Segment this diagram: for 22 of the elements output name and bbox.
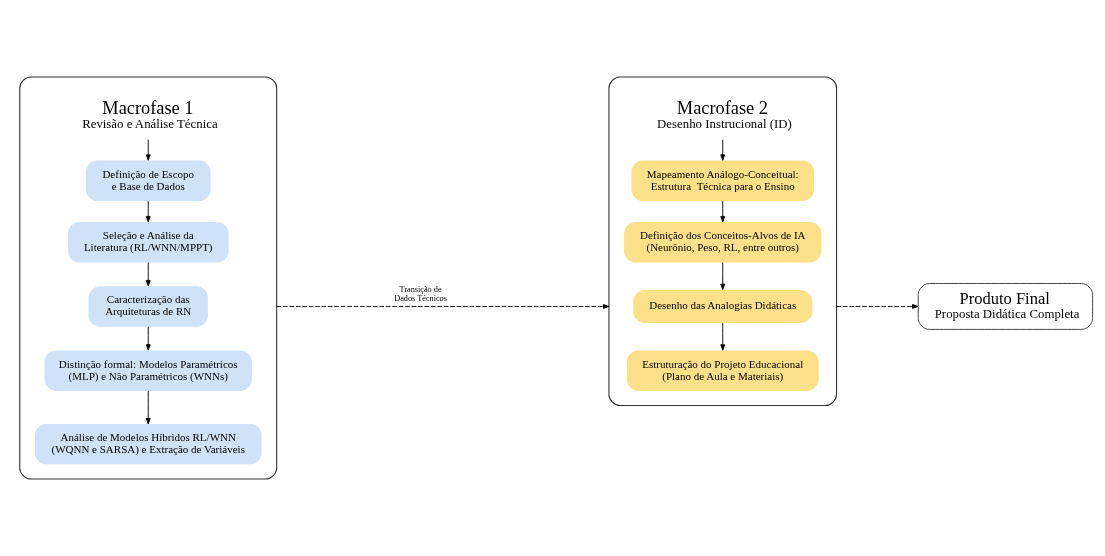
node-box: Definição de Escopo e Base de Dados xyxy=(85,160,211,201)
arrow xyxy=(276,304,610,309)
arrow xyxy=(145,390,151,425)
arrow xyxy=(145,326,151,351)
node-box: Seleção e Análise da Literatura (RL/WNN/MPPT) xyxy=(67,222,229,263)
arrow xyxy=(720,262,726,291)
node-box: Mapeamento Análogo-Conceitual: Estrutura Técnica para o Ensino xyxy=(631,160,815,201)
arrow xyxy=(145,200,151,223)
arrow xyxy=(720,139,726,161)
arrow xyxy=(145,262,151,287)
node-box: Definição dos Conceitos-Alvos de IA (Neurônio, Peso, RL, entre outros) xyxy=(624,222,822,263)
node-box: Desenho das Analogias Didáticas xyxy=(633,289,813,323)
node-box: Estruturação do Projeto Educacional (Plano de Aula e Materiais) xyxy=(626,350,819,391)
arrow xyxy=(145,139,151,161)
arrow xyxy=(720,200,726,223)
node-box: Distinção formal: Modelos Paramétricos (MLP) e Não Paramétricos (WNNs) xyxy=(44,350,252,391)
arrow xyxy=(836,304,919,309)
node-box: Análise de Modelos Híbridos RL/WNN (WQNN e SARSA) e Extração de Variáveis xyxy=(34,423,262,465)
node-box: Caracterização das Arquiteturas de RN xyxy=(88,286,208,327)
edge-label: Transição de Dados Técnicos xyxy=(394,284,447,304)
node-box: Produto Final Proposta Didática Completa xyxy=(917,283,1094,330)
arrow xyxy=(720,322,726,351)
